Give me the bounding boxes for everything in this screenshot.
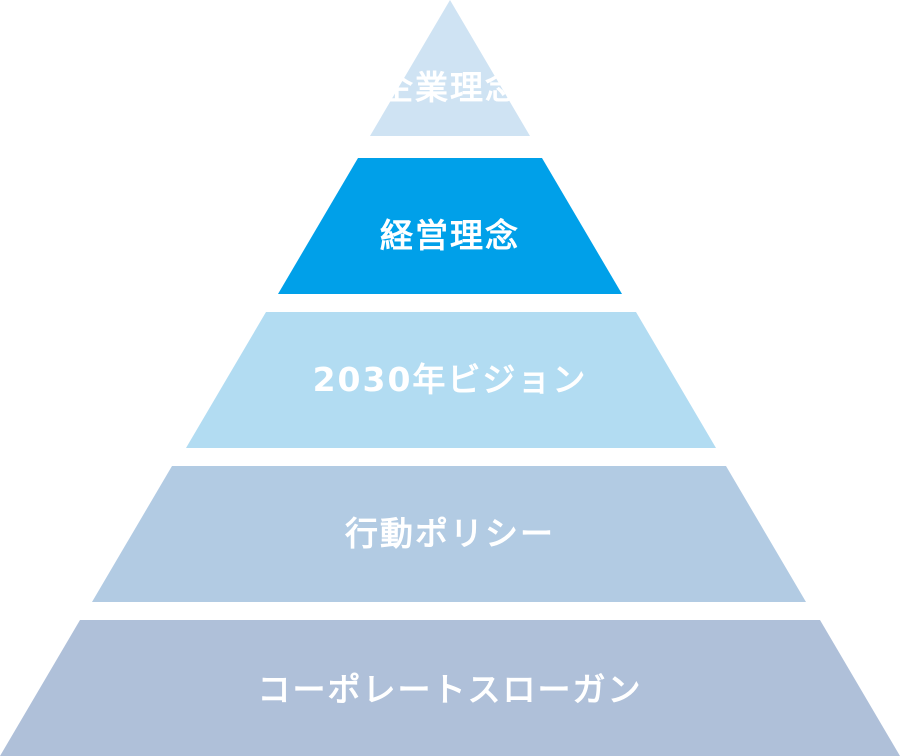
tier-label: 行動ポリシー [345,514,555,553]
tier-corporate-philosophy: 企業理念 [0,0,900,136]
tier-shape [0,620,900,756]
tier-shape [92,466,806,602]
tier-label: 企業理念 [380,68,520,107]
tier-shape [186,312,716,448]
tier-2030-vision: 2030年ビジョン [0,312,900,448]
tier-label: コーポレートスローガン [257,670,643,709]
tier-shape [370,0,530,136]
tier-label: 2030年ビジョン [312,360,588,399]
tier-management-philosophy: 経営理念 [0,158,900,294]
tier-shape [278,158,622,294]
tier-corporate-slogan: コーポレートスローガン [0,620,900,756]
tier-action-policy: 行動ポリシー [0,466,900,602]
tier-label: 経営理念 [380,216,520,255]
